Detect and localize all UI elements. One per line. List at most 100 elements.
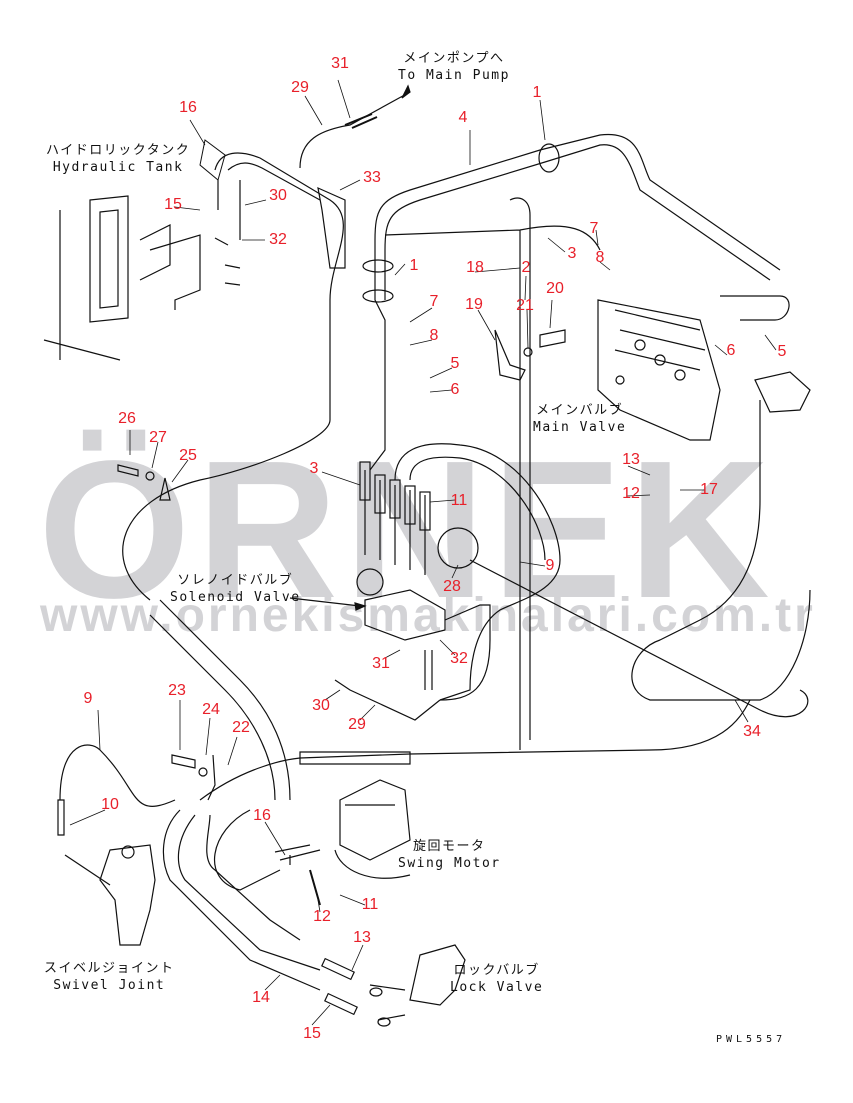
caption-en: Swivel Joint <box>53 978 166 993</box>
callout-9: 9 <box>545 557 555 574</box>
hose-9 <box>394 443 561 701</box>
clamp-1b <box>362 259 394 273</box>
callout-12b: 12 <box>313 908 331 925</box>
caption-solenoid-valve: ソレノイドバルブ Solenoid Valve <box>170 572 301 606</box>
callout-26: 26 <box>118 410 136 427</box>
callout-21: 21 <box>516 297 534 314</box>
callout-34: 34 <box>743 723 761 740</box>
callout-2: 2 <box>521 259 531 276</box>
caption-jp: ソレノイドバルブ <box>177 573 294 588</box>
arrow-to-pump <box>401 84 411 99</box>
valve-fitting <box>754 371 811 413</box>
swing-motor-body <box>339 779 411 861</box>
tubes-3-11 <box>364 470 426 575</box>
callout-22: 22 <box>232 719 250 736</box>
callout-15b: 15 <box>303 1025 321 1042</box>
caption-jp: メインバルブ <box>536 403 624 418</box>
spiral-hose <box>149 599 291 801</box>
callout-27: 27 <box>149 429 167 446</box>
caption-lock-valve: ロックバルブ Lock Valve <box>450 962 543 996</box>
caption-en: Solenoid Valve <box>170 590 301 605</box>
caption-en: To Main Pump <box>398 68 510 83</box>
callout-11b: 11 <box>361 896 379 913</box>
hydraulic-tank-outline <box>43 195 129 361</box>
spiral-guard-33 <box>317 186 346 269</box>
hose-29-lower <box>334 679 441 721</box>
hose-9-lower <box>59 744 176 807</box>
callout-6b: 6 <box>726 342 736 359</box>
caption-en: Hydraulic Tank <box>52 160 184 175</box>
callout-8b: 8 <box>429 327 439 344</box>
hose-30 <box>122 152 344 601</box>
callout-33: 33 <box>363 169 381 186</box>
callout-3b: 3 <box>309 460 319 477</box>
caption-jp: ハイドロリックタンク <box>46 143 191 158</box>
solenoid-valve-body <box>364 589 446 641</box>
tank-fittings <box>139 224 241 310</box>
callout-29: 29 <box>291 79 309 96</box>
leader-lines <box>69 79 777 1026</box>
caption-jp: ロックバルブ <box>453 963 540 978</box>
callout-29b: 29 <box>348 716 366 733</box>
callout-18: 18 <box>466 259 484 276</box>
callout-17: 17 <box>700 481 718 498</box>
caption-main-pump: メインポンプへ To Main Pump <box>398 50 510 84</box>
callout-12: 12 <box>622 485 640 502</box>
callout-1b: 1 <box>409 257 419 274</box>
hoses-13-14 <box>162 809 321 991</box>
callout-16b: 16 <box>253 807 271 824</box>
accumulator <box>356 568 384 596</box>
callout-13b: 13 <box>353 929 371 946</box>
caption-jp: スイベルジョイント <box>44 961 175 976</box>
callout-9b: 9 <box>83 690 93 707</box>
caption-en: Swing Motor <box>398 856 501 871</box>
callout-10: 10 <box>101 796 119 813</box>
callout-30: 30 <box>269 187 287 204</box>
callout-19: 19 <box>465 296 483 313</box>
callout-14: 14 <box>252 989 270 1006</box>
hose-34 <box>469 559 809 718</box>
caption-main-valve: メインバルブ Main Valve <box>533 402 626 436</box>
callout-31: 31 <box>331 55 349 72</box>
caption-jp: メインポンプへ <box>403 51 505 66</box>
callout-30b: 30 <box>312 697 330 714</box>
callout-23: 23 <box>168 682 186 699</box>
swivel-joint-body <box>99 844 156 946</box>
caption-swing-motor: 旋回モータ Swing Motor <box>398 838 501 872</box>
callout-13: 13 <box>622 451 640 468</box>
callout-3: 3 <box>567 245 577 262</box>
callout-7b: 7 <box>429 293 439 310</box>
caption-swivel-joint: スイベルジョイント Swivel Joint <box>44 960 175 994</box>
callout-1: 1 <box>532 84 542 101</box>
callout-28: 28 <box>443 578 461 595</box>
clamp-19 <box>494 329 526 381</box>
caption-en: Main Valve <box>533 420 627 435</box>
fitting-28 <box>437 527 479 569</box>
caption-en: Lock Valve <box>450 980 544 995</box>
callout-11: 11 <box>450 492 468 509</box>
spiral-guard-lower <box>299 751 411 765</box>
callout-6: 6 <box>450 381 460 398</box>
hose-29-top <box>299 91 411 169</box>
callout-32b: 32 <box>450 650 468 667</box>
callout-32: 32 <box>269 231 287 248</box>
pipe-2 <box>384 225 601 750</box>
pipe-4 <box>374 133 781 271</box>
callout-4: 4 <box>458 109 468 126</box>
callout-5: 5 <box>450 355 460 372</box>
callout-5b: 5 <box>777 343 787 360</box>
caption-jp: 旋回モータ <box>413 839 486 854</box>
callout-25: 25 <box>179 447 197 464</box>
drawing-code: PWL5557 <box>716 1034 787 1045</box>
caption-hydraulic-tank: ハイドロリックタンク Hydraulic Tank <box>46 142 190 176</box>
callout-16: 16 <box>179 99 197 116</box>
callout-15: 15 <box>164 196 182 213</box>
clamp-1 <box>538 143 560 173</box>
callout-24: 24 <box>202 701 220 718</box>
callout-7: 7 <box>589 220 599 237</box>
callout-8: 8 <box>595 249 605 266</box>
callout-20: 20 <box>546 280 564 297</box>
lock-valve-body <box>409 944 466 1006</box>
